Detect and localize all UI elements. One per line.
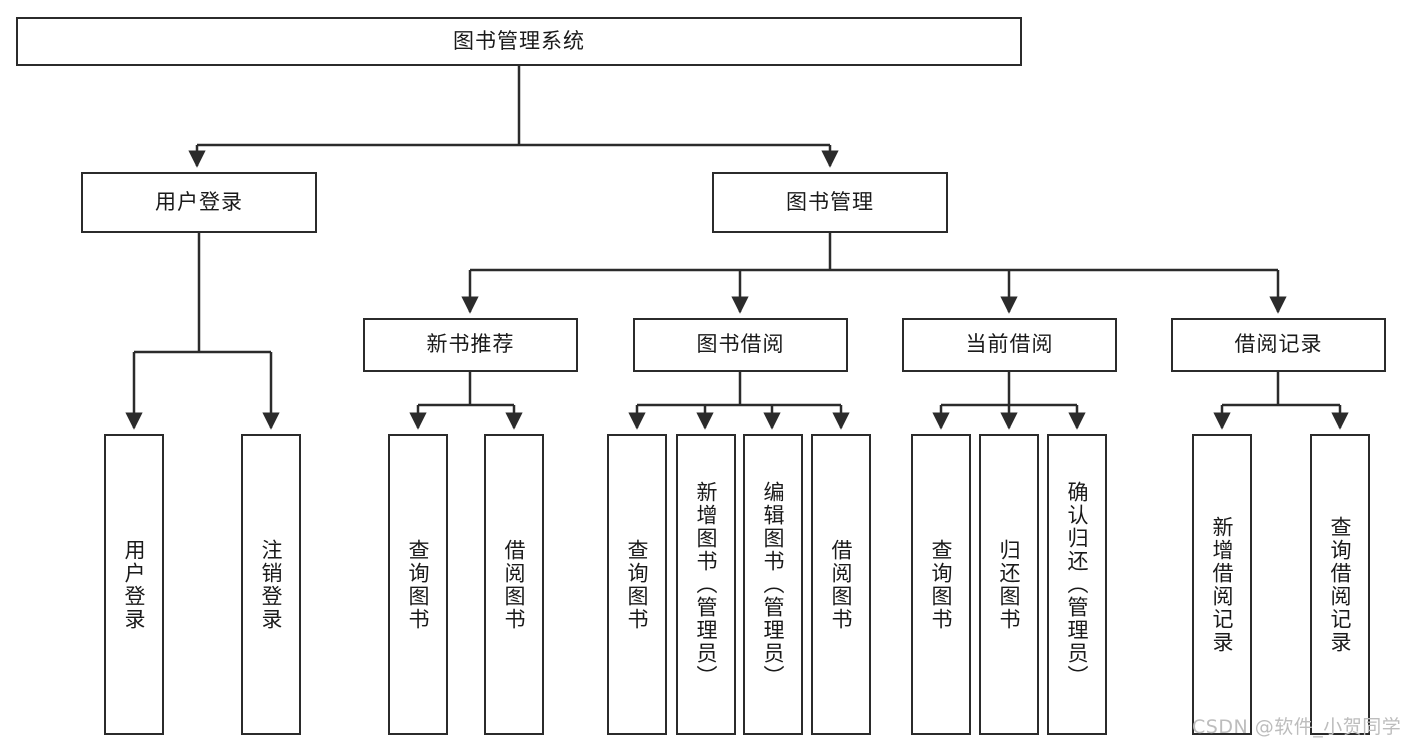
node-label: 查询借阅记录 [1328,515,1353,654]
node-label: 图书管理系统 [453,28,585,53]
leaf-new-book-borrow[interactable]: 借阅图书 [484,434,544,735]
node-borrow-record[interactable]: 借阅记录 [1171,318,1386,372]
node-label: 用户登录 [155,189,243,214]
node-book-management[interactable]: 图书管理 [712,172,948,233]
node-label: 注销登录 [259,538,284,631]
node-label: 查询图书 [406,538,431,631]
node-label: 用户登录 [122,538,147,631]
node-current-borrow[interactable]: 当前借阅 [902,318,1117,372]
leaf-current-borrow-query[interactable]: 查询图书 [911,434,971,735]
node-label: 图书借阅 [696,332,785,357]
node-root-system[interactable]: 图书管理系统 [16,17,1022,66]
node-label: 归还图书 [997,538,1022,631]
node-label: 新书推荐 [426,332,515,357]
leaf-book-borrow-query[interactable]: 查询图书 [607,434,667,735]
node-user-login[interactable]: 用户登录 [81,172,317,233]
node-label: 查询图书 [929,538,954,631]
leaf-book-borrow-edit[interactable]: 编辑图书（管理员） [743,434,803,735]
leaf-borrow-record-query[interactable]: 查询借阅记录 [1310,434,1370,735]
node-label: 编辑图书（管理员） [761,481,786,688]
leaf-current-borrow-return[interactable]: 归还图书 [979,434,1039,735]
leaf-book-borrow-add[interactable]: 新增图书（管理员） [676,434,736,735]
node-label: 图书管理 [786,189,874,214]
leaf-user-login-logout[interactable]: 注销登录 [241,434,301,735]
leaf-current-borrow-confirm-return[interactable]: 确认归还（管理员） [1047,434,1107,735]
node-new-book-recommend[interactable]: 新书推荐 [363,318,578,372]
node-label: 借阅图书 [502,538,527,631]
leaf-borrow-record-add[interactable]: 新增借阅记录 [1192,434,1252,735]
node-label: 确认归还（管理员） [1065,481,1090,688]
leaf-book-borrow-borrow[interactable]: 借阅图书 [811,434,871,735]
leaf-new-book-query[interactable]: 查询图书 [388,434,448,735]
node-label: 借阅记录 [1234,332,1323,357]
node-label: 新增图书（管理员） [694,481,719,688]
node-label: 查询图书 [625,538,650,631]
node-label: 借阅图书 [829,538,854,631]
node-label: 新增借阅记录 [1210,515,1235,654]
leaf-user-login-login[interactable]: 用户登录 [104,434,164,735]
node-label: 当前借阅 [965,332,1054,357]
node-book-borrow[interactable]: 图书借阅 [633,318,848,372]
